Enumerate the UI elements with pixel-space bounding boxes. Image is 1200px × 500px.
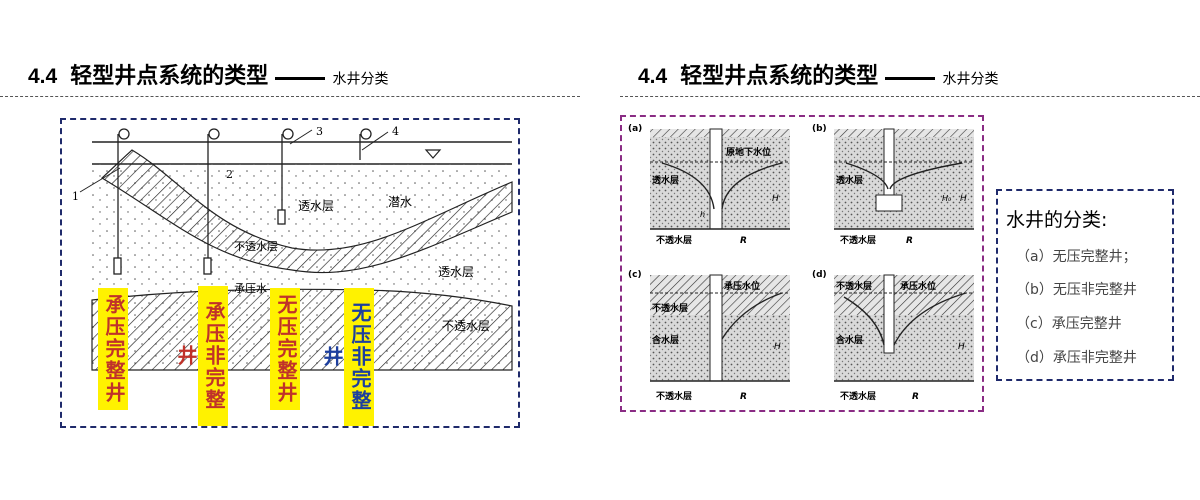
slide-title-right: 4.4 轻型井点系统的类型 水井分类	[638, 58, 999, 90]
well-types-svg: (a) 原地下水位 透水层 不透水层 R H h (b)	[628, 124, 974, 402]
layer-aquiclude: 不透水层	[234, 240, 278, 253]
layer-permeable-right: 透水层	[438, 265, 474, 279]
tag-confined-partial: 承压非完整井	[174, 286, 228, 426]
fig-c-r: R	[740, 392, 747, 402]
classification-item-a: （a）无压完整井；	[1016, 249, 1137, 265]
fig-a-h0: h	[700, 210, 705, 219]
figure-a: (a) 原地下水位 透水层 不透水层 R H h	[628, 124, 790, 246]
fig-d-letter: (d)	[812, 270, 827, 280]
layer-confined: 承压水	[234, 282, 267, 295]
layer-aquiclude-bottom: 不透水层	[442, 319, 490, 333]
section-number-right: 4.4	[638, 65, 668, 88]
fig-d-top: 不透水层	[836, 280, 872, 292]
figure-b: (b) 透水层 不透水层 R H H₀	[812, 124, 974, 246]
title-divider	[0, 96, 580, 97]
label-3: 3	[316, 125, 323, 138]
fig-d-water: 承压水位	[900, 280, 936, 292]
fig-b-layer: 透水层	[836, 174, 863, 186]
classification-box: 水井的分类: （a）无压完整井； （b）无压非完整井 （c）承压完整井 （d）承…	[996, 189, 1174, 381]
tag-unconfined-partial: 无压非完整井	[320, 288, 374, 426]
fig-a-h: H	[772, 194, 779, 204]
layer-phreatic: 潜水	[388, 195, 412, 209]
fig-c-layer: 含水层	[651, 334, 679, 346]
fig-b-h0: H₀	[942, 194, 952, 203]
fig-d-r: R	[912, 392, 919, 402]
label-1: 1	[72, 190, 79, 203]
fig-d-h: H	[958, 342, 965, 352]
fig-c-letter: (c)	[628, 270, 642, 280]
title-dash	[275, 77, 326, 80]
fig-a-bottom: 不透水层	[656, 234, 692, 246]
well-types-figure: (a) 原地下水位 透水层 不透水层 R H h (b)	[620, 115, 984, 412]
figure-c: (c) 承压水位 不透水层 含水层 不透水层 R H	[628, 270, 790, 402]
fig-b-h: H	[960, 194, 967, 204]
fig-c-h: H	[774, 342, 781, 352]
fig-c-water: 承压水位	[724, 280, 760, 292]
title-sub-right: 水井分类	[942, 71, 999, 88]
title-sub: 水井分类	[332, 71, 389, 88]
left-panel: 4.4 轻型井点系统的类型 水井分类	[0, 58, 580, 428]
layer-permeable-top: 透水层	[298, 199, 334, 213]
classification-title: 水井的分类:	[1006, 209, 1108, 231]
title-dash-right	[885, 77, 936, 80]
label-2: 2	[226, 168, 233, 181]
fig-a-r: R	[740, 236, 747, 246]
fig-c-bottom: 不透水层	[656, 390, 692, 402]
aquiclude-band	[101, 149, 513, 274]
title-main-right: 轻型井点系统的类型	[680, 64, 879, 89]
fig-b-bottom: 不透水层	[840, 234, 876, 246]
title-divider-right	[620, 96, 1200, 97]
fig-d-bottom: 不透水层	[840, 390, 876, 402]
fig-b-letter: (b)	[812, 124, 827, 134]
fig-d-layer: 含水层	[835, 334, 863, 346]
tag-unconfined-complete: 无压完整井	[270, 288, 300, 410]
figure-d: (d) 承压水位 不透水层 含水层 不透水层 R H	[812, 270, 974, 402]
well-cross-section-diagram: 1 2 3 4 透水层 潜水 不透水层 透水层 承压水 不透水层 承压完整井 承…	[60, 118, 520, 428]
fig-a-layer: 透水层	[652, 174, 679, 186]
fig-a-water: 原地下水位	[726, 146, 771, 158]
fig-a-letter: (a)	[628, 124, 642, 134]
cross-section-svg: 1 2 3 4 透水层 潜水 不透水层 透水层 承压水 不透水层	[72, 125, 513, 371]
classification-item-b: （b）无压非完整井	[1016, 282, 1137, 298]
label-4: 4	[392, 125, 399, 138]
water-level-symbol	[424, 149, 442, 159]
classification-item-c: （c）承压完整井	[1016, 316, 1122, 332]
title-main: 轻型井点系统的类型	[70, 64, 269, 89]
section-number: 4.4	[28, 65, 58, 88]
right-panel: 4.4 轻型井点系统的类型 水井分类 (a)	[600, 0, 1200, 500]
tag-confined-complete: 承压完整井	[98, 288, 128, 410]
slide-title: 4.4 轻型井点系统的类型 水井分类	[28, 58, 389, 90]
fig-c-top: 不透水层	[652, 302, 688, 314]
classification-item-d: （d）承压非完整井	[1016, 350, 1137, 366]
fig-b-r: R	[906, 236, 913, 246]
